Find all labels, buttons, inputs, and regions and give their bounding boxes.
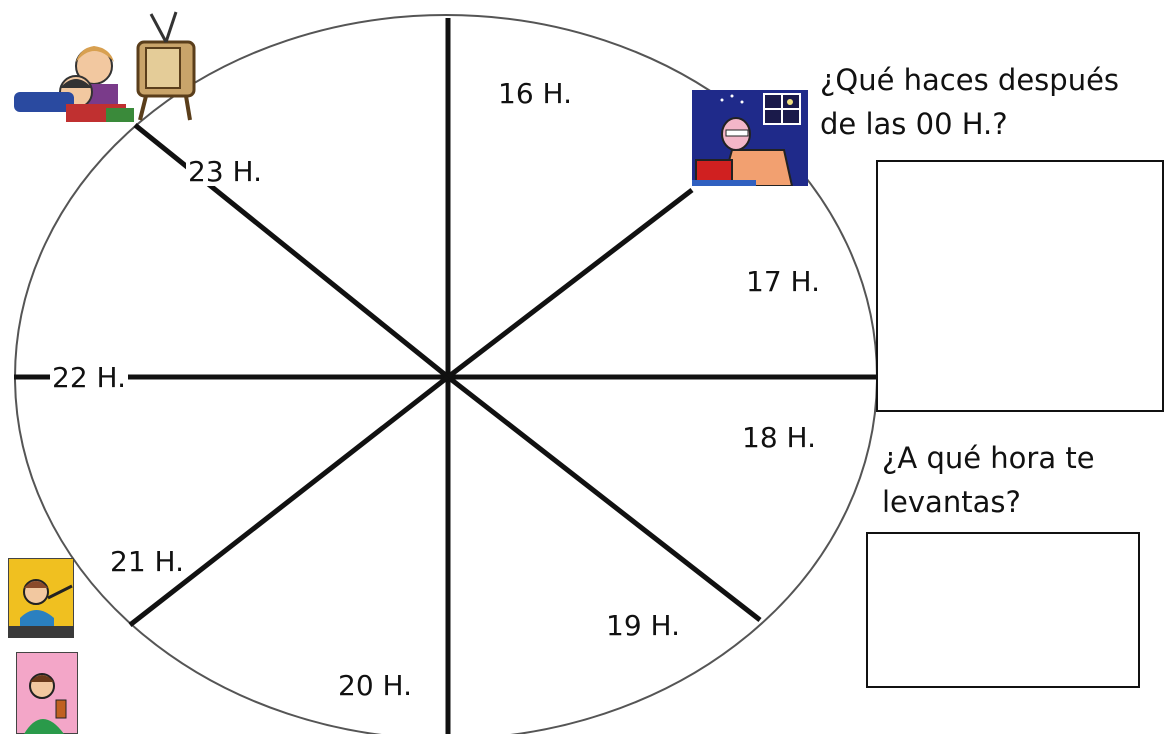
person-at-window-drawing [8,558,74,638]
question-wake-up: ¿A qué hora te levantas? [882,436,1095,524]
person-eating-drawing [16,652,78,734]
kids-watching-tv-icon [14,11,196,122]
person-eating-icon [16,652,78,734]
hour-label-22: 22 H. [50,361,128,394]
hour-label-19: 19 H. [604,609,682,642]
answer-box-wake-up[interactable] [866,532,1140,688]
question-after-midnight-line2: de las 00 H.? [820,107,1008,141]
answer-box-after-midnight[interactable] [876,160,1164,412]
question-wake-up-line1: ¿A qué hora te [882,441,1095,475]
man-reading-at-night-icon [692,90,808,186]
person-at-window-icon [8,558,74,638]
question-after-midnight-line1: ¿Qué haces después [820,63,1120,97]
divider-diagonal-upper-right [446,188,694,379]
hour-label-16: 16 H. [496,77,574,110]
question-wake-up-line2: levantas? [882,485,1021,519]
divider-diagonal-lower-right [446,375,762,622]
question-after-midnight: ¿Qué haces después de las 00 H.? [820,58,1119,146]
man-reading-at-night-drawing [692,93,801,186]
hour-label-17: 17 H. [744,265,822,298]
hour-label-21: 21 H. [108,545,186,578]
hour-label-18: 18 H. [740,421,818,454]
hour-label-23: 23 H. [186,155,264,188]
divider-diagonal-lower-left [128,375,450,627]
hour-label-20: 20 H. [336,669,414,702]
